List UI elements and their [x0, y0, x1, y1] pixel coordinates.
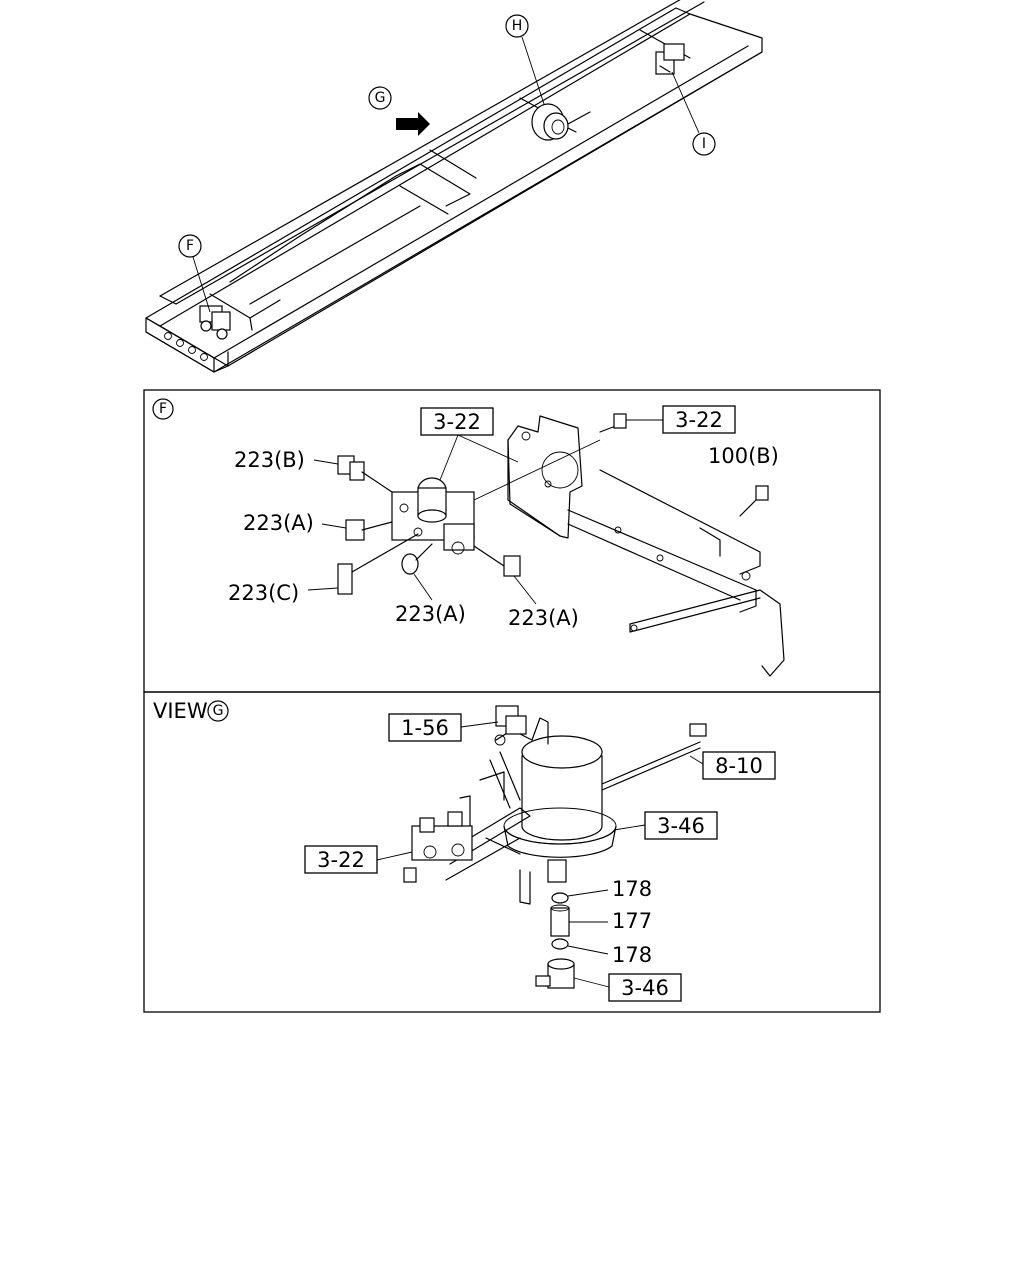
valve-cluster-f	[199, 305, 231, 340]
callout-h-letter: H	[512, 18, 523, 34]
fitting-223a-left	[345, 519, 393, 541]
label-3-46-top: 3-46	[613, 811, 718, 840]
label-223c: 223(C)	[228, 581, 339, 605]
label-100b: 100(B)	[708, 444, 779, 468]
label-8-10: 8-10	[689, 751, 776, 780]
fitting-178-top	[551, 892, 569, 904]
label-3-22-top-text: 3-22	[433, 410, 481, 434]
callout-g-letter: G	[375, 90, 386, 106]
dryer-bracket-piping	[439, 717, 549, 905]
label-3-22-right-text: 3-22	[675, 408, 723, 432]
label-178-bottom: 178	[567, 943, 652, 967]
panel-g-view-letter: G	[213, 703, 224, 719]
label-223c-text: 223(C)	[228, 581, 299, 605]
chassis-cross-members	[209, 29, 691, 331]
label-223a-left-text: 223(A)	[243, 511, 314, 535]
drain-valve-3-46	[535, 958, 575, 989]
label-223b-text: 223(B)	[234, 448, 305, 472]
relay-valve-assembly	[403, 811, 473, 883]
relay-valve-body	[391, 439, 601, 555]
label-223a-mid-text: 223(A)	[395, 602, 466, 626]
callout-f: F	[178, 234, 211, 313]
chassis-right-rail	[159, 0, 705, 305]
bolt-100b	[739, 485, 769, 517]
valve-mounting-bracket	[507, 415, 785, 677]
label-177-text: 177	[612, 909, 652, 933]
label-178-bottom-text: 178	[612, 943, 652, 967]
label-177: 177	[569, 909, 652, 933]
fitting-223a-right	[473, 545, 521, 577]
callout-i: I	[671, 71, 716, 156]
callout-i-letter: I	[702, 136, 706, 152]
pipe-177	[550, 904, 570, 937]
solenoid-valve	[494, 705, 527, 746]
view-g-direction-arrow	[396, 112, 430, 136]
label-223a-right-text: 223(A)	[508, 606, 579, 630]
chassis-left-rail	[145, 7, 763, 373]
panel-f-view-letter: F	[159, 401, 167, 417]
panel-g-view-title: VIEW G	[153, 699, 229, 723]
label-3-22-right: 3-22	[626, 405, 736, 434]
callout-f-letter: F	[186, 238, 194, 254]
panel-f: F	[143, 389, 881, 693]
label-223a-right: 223(A)	[508, 575, 579, 630]
panel-g-view-prefix: VIEW	[153, 699, 208, 723]
panel-f-view-callout: F	[152, 398, 174, 420]
label-3-22-top: 3-22	[420, 407, 519, 481]
brake-chamber-h	[531, 103, 577, 141]
fitting-223b	[337, 455, 393, 493]
label-1-56: 1-56	[388, 713, 499, 742]
callout-g: G	[368, 86, 392, 110]
label-100b-text: 100(B)	[708, 444, 779, 468]
valve-component-i	[655, 43, 685, 75]
label-3-22: 3-22	[304, 845, 413, 874]
label-3-46-top-text: 3-46	[657, 814, 705, 838]
fitting-223a-mid	[401, 543, 433, 575]
fitting-223c	[337, 533, 419, 595]
label-223b: 223(B)	[234, 448, 339, 472]
fitting-178-bottom	[551, 938, 569, 950]
label-178-top-text: 178	[612, 877, 652, 901]
label-3-22-text: 3-22	[317, 848, 365, 872]
callout-h: H	[505, 14, 545, 105]
label-3-46-bottom-text: 3-46	[621, 976, 669, 1000]
label-223a-left: 223(A)	[243, 511, 347, 535]
chassis-frame-overview: G H I F	[145, 0, 763, 373]
panel-g-border	[143, 691, 881, 1013]
label-223a-mid: 223(A)	[395, 573, 466, 626]
label-178-top: 178	[567, 877, 652, 901]
bolt-3-22	[599, 413, 627, 433]
label-3-46-bottom: 3-46	[573, 973, 682, 1002]
label-1-56-text: 1-56	[401, 716, 449, 740]
air-dryer-unit	[503, 723, 707, 883]
label-8-10-text: 8-10	[715, 754, 763, 778]
panel-g: VIEW G	[143, 691, 881, 1013]
